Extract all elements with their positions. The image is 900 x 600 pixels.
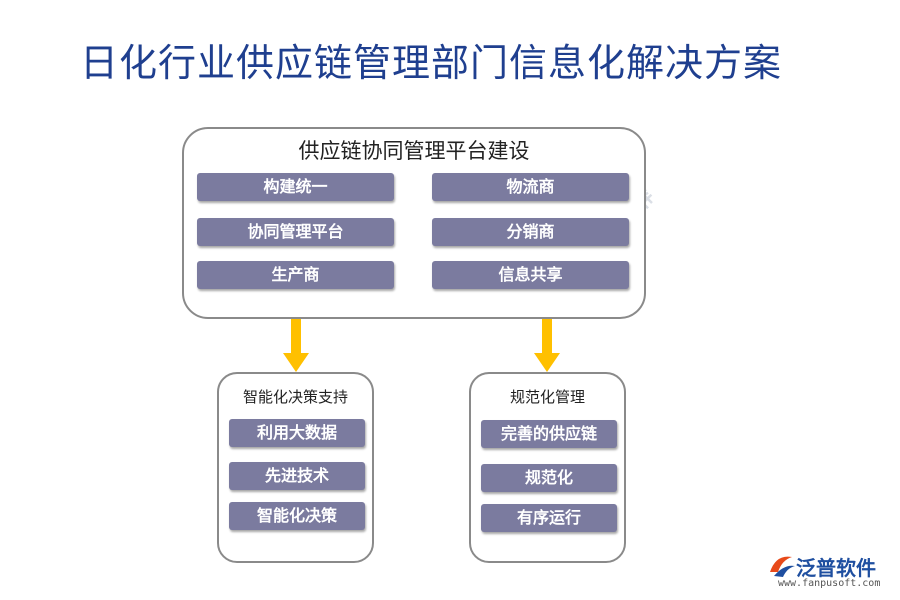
decision-support-panel: 智能化决策支持 利用大数据 先进技术 智能化决策	[217, 372, 374, 563]
platform-item: 物流商	[432, 173, 629, 201]
arrow-down-icon	[534, 319, 560, 372]
brand-url: www.fanpusoft.com	[778, 578, 881, 589]
platform-panel: 供应链协同管理平台建设 构建统一 物流商 协同管理平台 分销商 生产商 信息共享	[182, 127, 646, 319]
platform-item: 信息共享	[432, 261, 629, 289]
fanpu-logo-icon	[770, 556, 795, 577]
brand-logo: 泛普软件 www.fanpusoft.com	[768, 552, 893, 596]
platform-item: 协同管理平台	[197, 218, 394, 246]
decision-item: 利用大数据	[229, 419, 365, 447]
standardization-item: 完善的供应链	[481, 420, 617, 448]
standardization-item: 规范化	[481, 464, 617, 492]
platform-item: 分销商	[432, 218, 629, 246]
standardization-panel: 规范化管理 完善的供应链 规范化 有序运行	[469, 372, 626, 563]
standardization-title: 规范化管理	[509, 388, 585, 406]
page-title: 日化行业供应链管理部门信息化解决方案	[80, 41, 783, 85]
arrow-down-icon	[283, 319, 309, 372]
platform-panel-title: 供应链协同管理平台建设	[298, 139, 530, 163]
decision-item: 智能化决策	[229, 502, 365, 530]
brand-name: 泛普软件	[796, 556, 876, 580]
decision-item: 先进技术	[229, 462, 365, 490]
standardization-item: 有序运行	[481, 504, 617, 532]
decision-support-title: 智能化决策支持	[242, 388, 348, 406]
platform-item: 构建统一	[197, 173, 394, 201]
platform-item: 生产商	[197, 261, 394, 289]
